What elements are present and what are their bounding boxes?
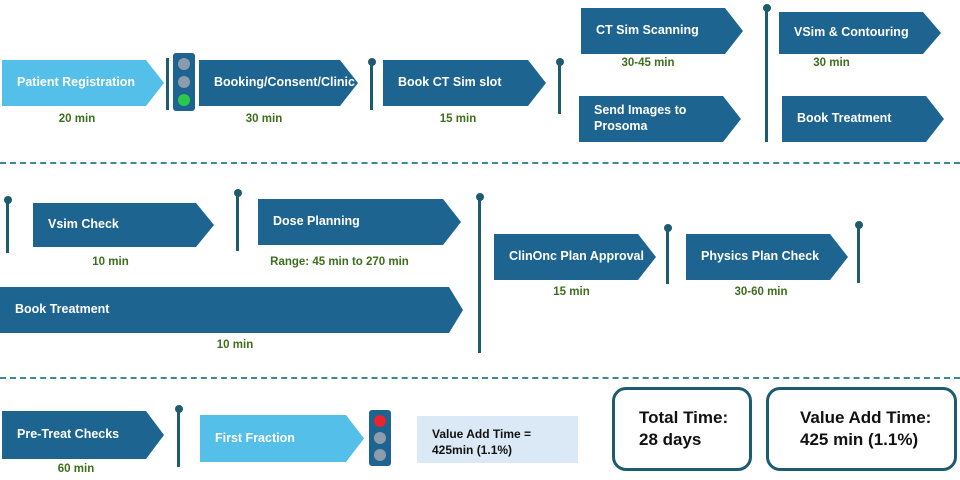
- book-ct-sim-slot-label: Book CT Sim slot: [398, 75, 502, 90]
- total-time-title: Total Time:: [639, 408, 729, 427]
- traffic-light-red: [369, 410, 391, 466]
- ct-sim-scanning-label: CT Sim Scanning: [596, 23, 699, 38]
- milestone-pin-stem: [236, 193, 239, 251]
- clinonc-plan-approval-duration: 15 min: [553, 286, 590, 298]
- value-add-summary-box: Value Add Time = 425min (1.1%): [417, 416, 578, 463]
- clinonc-plan-approval-label: ClinOnc Plan Approval: [509, 249, 644, 264]
- milestone-pin-stem: [478, 197, 481, 353]
- vsim-contouring-arrow: VSim & Contouring: [779, 12, 941, 54]
- vsim-contouring-duration: 30 min: [813, 57, 850, 69]
- first-fraction-label: First Fraction: [215, 430, 295, 445]
- value-add-time-box: Value Add Time: 425 min (1.1%): [766, 387, 957, 471]
- value-add-summary-line2: 425min (1.1%): [432, 443, 513, 458]
- dose-planning-duration: Range: 45 min to 270 min: [270, 256, 409, 268]
- milestone-pin-stem: [177, 409, 180, 467]
- vsim-check-duration: 10 min: [92, 256, 129, 268]
- book-treatment-duration-row2: 10 min: [216, 339, 254, 351]
- milestone-pin-stem: [765, 8, 768, 142]
- milestone-pin-stem: [666, 228, 669, 284]
- patient-registration-arrow: Patient Registration: [2, 60, 164, 106]
- milestone-pin-stem: [370, 62, 373, 110]
- milestone-pin-stem: [6, 200, 9, 253]
- clinonc-plan-approval-arrow: ClinOnc Plan Approval: [494, 234, 656, 280]
- book-treatment-arrow-row2: Book Treatment: [0, 287, 463, 333]
- physics-plan-check-duration: 30-60 min: [734, 286, 788, 298]
- ct-sim-scanning-arrow: CT Sim Scanning: [581, 8, 743, 54]
- milestone-pin-stem: [857, 225, 860, 283]
- value-add-time-value: 425 min (1.1%): [800, 430, 919, 450]
- vsim-check-arrow: Vsim Check: [33, 203, 214, 247]
- book-ct-sim-slot-arrow: Book CT Sim slot: [383, 60, 546, 106]
- first-fraction-arrow: First Fraction: [200, 415, 364, 462]
- lamp-off-icon: [374, 432, 386, 444]
- section-divider-1: [0, 162, 960, 164]
- booking-consent-clinic-arrow: Booking/Consent/Clinic: [199, 60, 358, 106]
- dose-planning-label: Dose Planning: [273, 214, 360, 229]
- pre-treat-checks-label: Pre-Treat Checks: [17, 427, 120, 442]
- vsim-check-label: Vsim Check: [48, 217, 119, 232]
- patient-registration-label: Patient Registration: [17, 75, 136, 90]
- book-treatment-label-row1: Book Treatment: [797, 111, 892, 126]
- pre-treat-checks-duration: 60 min: [57, 463, 95, 475]
- physics-plan-check-arrow: Physics Plan Check: [686, 234, 848, 280]
- ct-sim-scanning-duration: 30-45 min: [621, 57, 675, 69]
- vsim-contouring-label: VSim & Contouring: [794, 25, 909, 40]
- value-add-summary-line1: Value Add Time =: [432, 427, 532, 441]
- lamp-off-icon: [178, 76, 190, 88]
- value-add-time-title: Value Add Time:: [800, 408, 932, 427]
- lamp-green-icon: [178, 94, 190, 106]
- traffic-light-green: [173, 53, 195, 111]
- section-divider-2: [0, 377, 960, 379]
- booking-consent-clinic-label: Booking/Consent/Clinic: [214, 75, 355, 90]
- milestone-pin-stem: [558, 62, 561, 114]
- book-treatment-label-row2: Book Treatment: [15, 302, 110, 317]
- stage-divider-bar: [166, 58, 169, 110]
- lamp-red-icon: [374, 415, 386, 427]
- patient-registration-duration: 20 min: [58, 113, 96, 125]
- physics-plan-check-label: Physics Plan Check: [701, 249, 820, 264]
- total-time-value: 28 days: [639, 430, 702, 450]
- total-time-box: Total Time: 28 days: [612, 387, 752, 471]
- booking-consent-clinic-duration: 30 min: [245, 113, 283, 125]
- book-ct-sim-slot-duration: 15 min: [439, 113, 477, 125]
- lamp-off-icon: [178, 58, 190, 70]
- dose-planning-arrow: Dose Planning: [258, 199, 461, 245]
- lamp-off-icon: [374, 449, 386, 461]
- book-treatment-arrow-row1: Book Treatment: [782, 96, 944, 142]
- pre-treat-checks-arrow: Pre-Treat Checks: [2, 411, 164, 459]
